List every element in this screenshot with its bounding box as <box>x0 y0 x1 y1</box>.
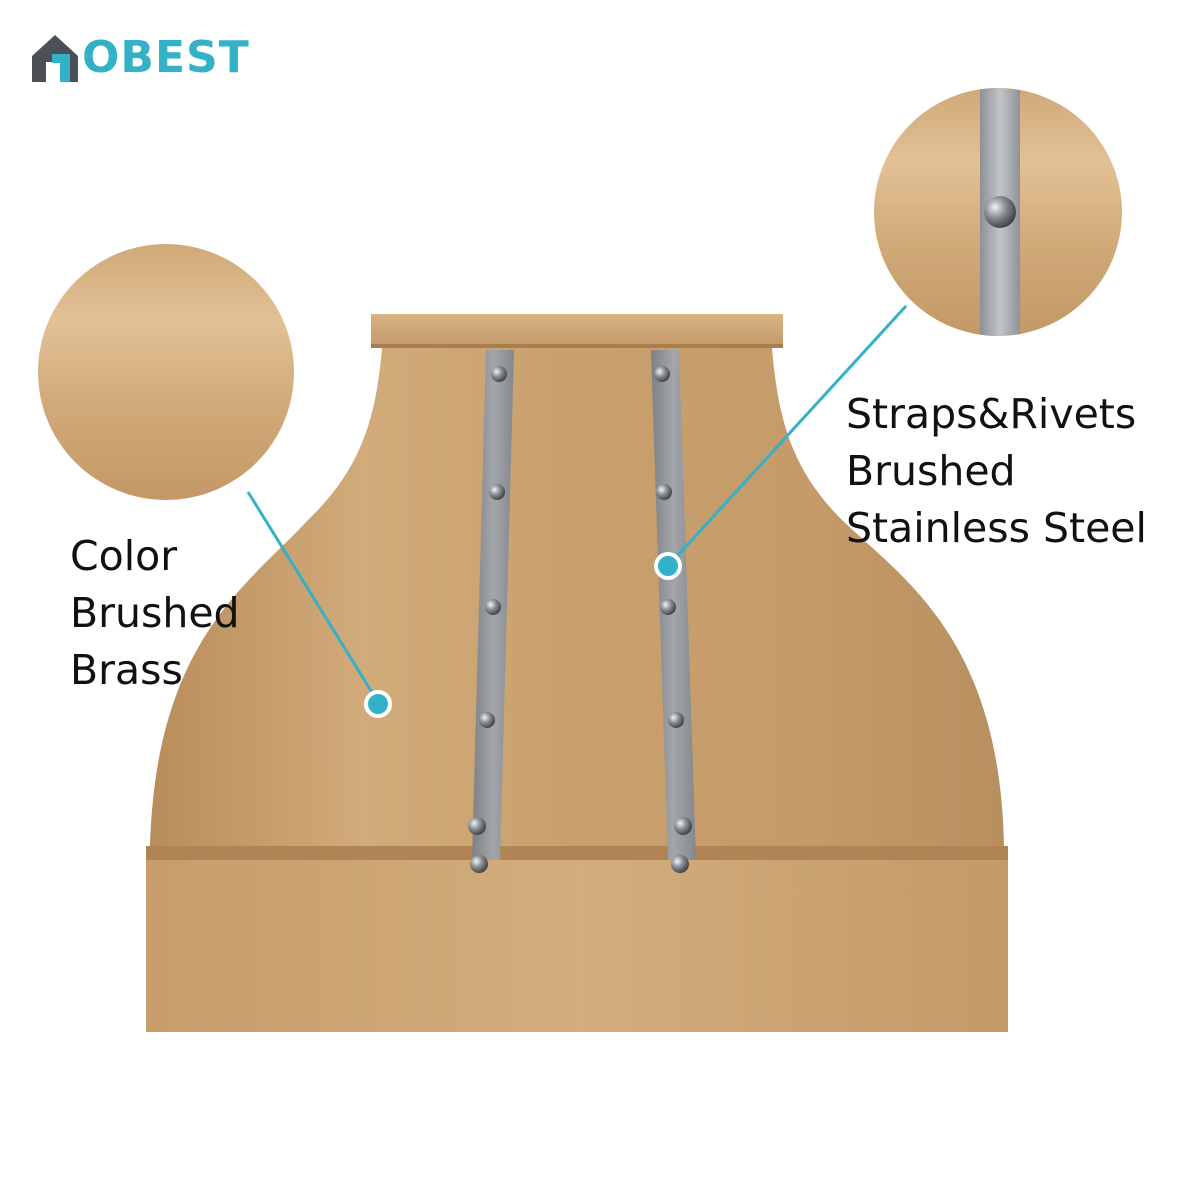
hood-bell-body <box>150 348 1004 846</box>
steel-label-line-1: Straps&Rivets <box>846 390 1137 438</box>
brass-callout-dot <box>364 690 392 718</box>
right-strap-rivets <box>654 366 692 873</box>
brass-callout-label: Color Brushed Brass <box>70 528 240 699</box>
steel-label-line-3: Stainless Steel <box>846 504 1147 552</box>
house-logo-icon <box>32 35 78 82</box>
hood-collar-shadow <box>371 344 783 348</box>
steel-callout-label: Straps&Rivets Brushed Stainless Steel <box>846 386 1147 557</box>
steel-callout-line <box>666 304 908 568</box>
steel-swatch-circle <box>874 88 1122 336</box>
steel-label-line-2: Brushed <box>846 447 1016 495</box>
brass-label-line-3: Brass <box>70 646 183 694</box>
hood-top-collar <box>371 314 783 348</box>
brand-logo: OBEST <box>30 30 250 86</box>
left-strap-rivets <box>468 366 507 873</box>
brass-label-line-1: Color <box>70 532 178 580</box>
brass-callout-line <box>246 491 380 703</box>
brass-swatch-circle <box>38 244 294 500</box>
hood-base-band <box>146 860 1008 1032</box>
hood-base-lip <box>146 846 1008 860</box>
brass-label-line-2: Brushed <box>70 589 240 637</box>
logo-wordmark: OBEST <box>82 32 250 83</box>
steel-callout-dot <box>654 552 682 580</box>
